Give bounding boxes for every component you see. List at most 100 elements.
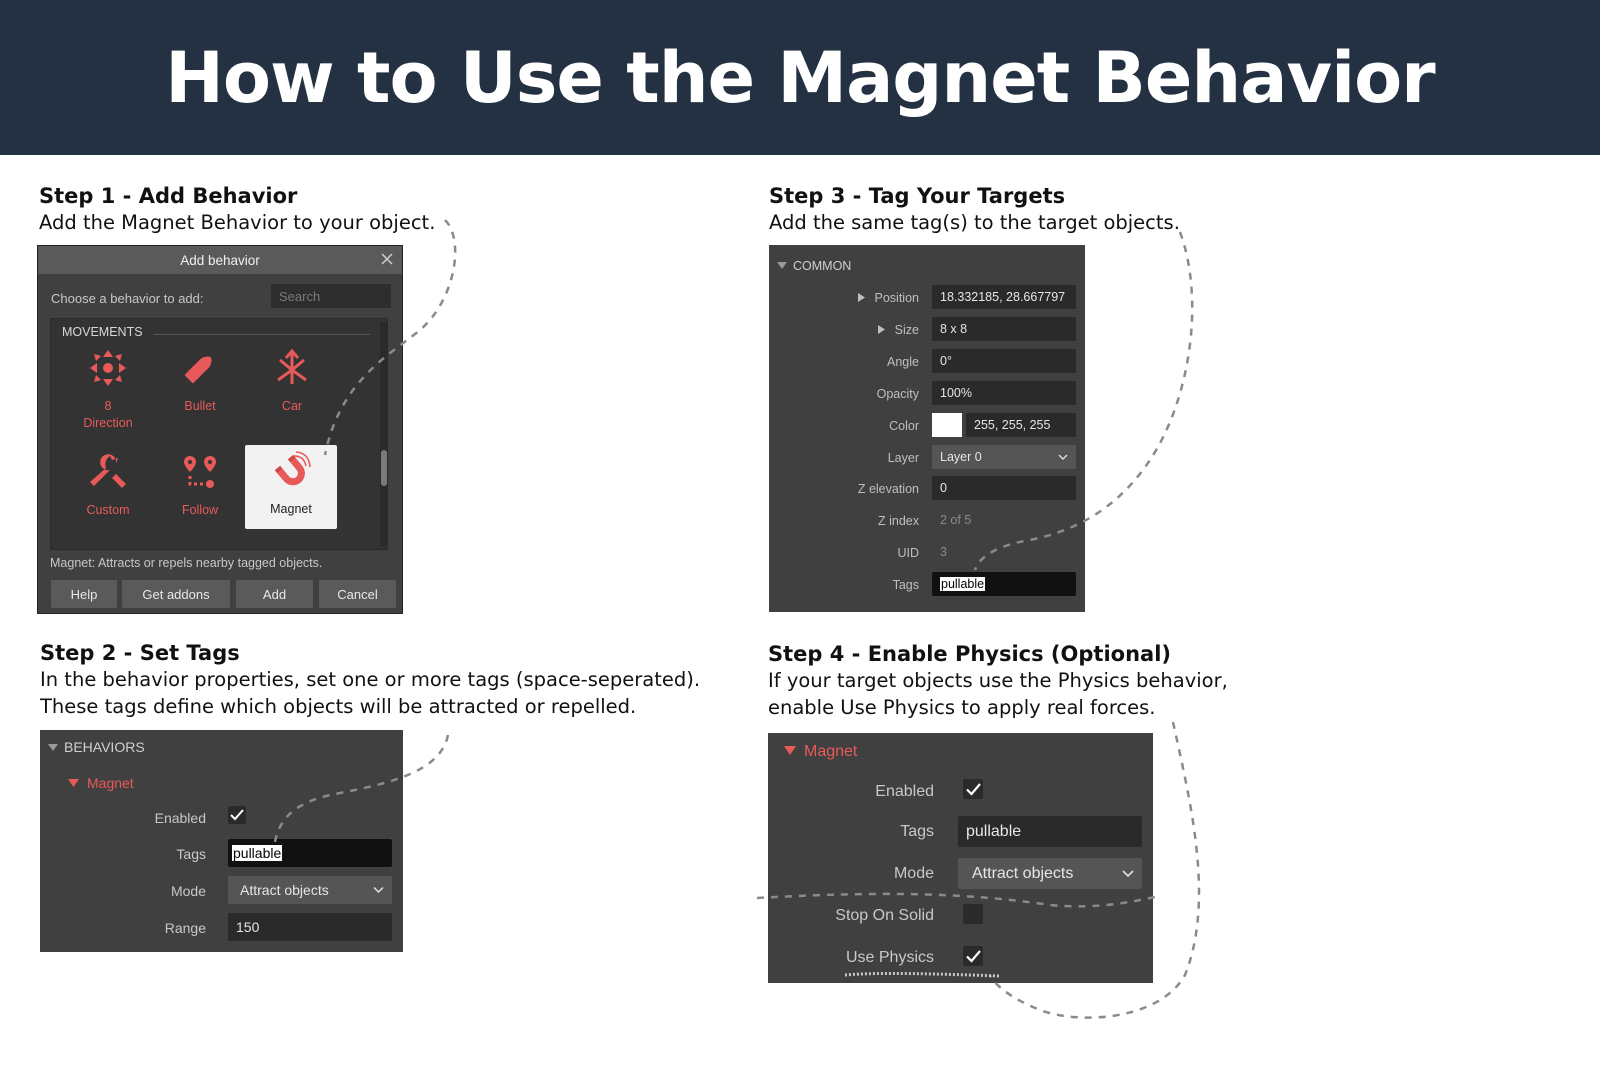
category-divider <box>154 334 370 335</box>
step-4-description-line2: enable Use Physics to apply real forces. <box>768 696 1156 719</box>
enabled-label: Enabled <box>154 810 206 826</box>
behavior-item-label: Custom <box>86 503 130 517</box>
common-section-header[interactable]: COMMON <box>777 259 851 273</box>
color-swatch[interactable] <box>932 413 962 437</box>
magnet-icon <box>245 447 337 495</box>
behaviors-header-label: BEHAVIORS <box>64 739 145 755</box>
tags-value-selected: pullable <box>232 845 283 861</box>
add-button[interactable]: Add <box>236 580 313 608</box>
triangle-down-icon <box>777 262 787 269</box>
enabled-checkbox[interactable] <box>228 806 246 824</box>
behavior-item-bullet[interactable]: Bullet <box>155 344 245 415</box>
step-4-text: Step 4 - Enable Physics (Optional) If yo… <box>768 641 1228 721</box>
z-index-label: Z index <box>878 514 919 528</box>
step-2-description-line1: In the behavior properties, set one or m… <box>40 668 701 691</box>
step-2-title: Step 2 - Set Tags <box>40 641 240 665</box>
mode-label: Mode <box>893 865 934 882</box>
z-index-value: 2 of 5 <box>940 513 972 527</box>
step-1-description: Add the Magnet Behavior to your object. <box>39 211 436 234</box>
range-field[interactable]: 150 <box>228 913 392 941</box>
common-properties-panel: COMMON Position 18.332185, 28.667797 Siz… <box>769 245 1085 612</box>
mode-select[interactable]: Attract objects <box>228 876 392 904</box>
size-label-text: Size <box>894 323 919 337</box>
opacity-field[interactable]: 100% <box>932 381 1076 405</box>
step-3-text: Step 3 - Tag Your Targets Add the same t… <box>769 183 1180 236</box>
z-elevation-field[interactable]: 0 <box>932 476 1076 500</box>
behavior-item-label-2: Direction <box>83 416 133 430</box>
behavior-item-magnet[interactable]: Magnet <box>245 445 337 529</box>
stop-on-solid-checkbox[interactable] <box>963 904 983 924</box>
follow-icon <box>155 448 245 496</box>
opacity-label: Opacity <box>876 387 919 401</box>
page-title: How to Use the Magnet Behavior <box>165 36 1435 119</box>
custom-wrench-icon <box>63 448 153 496</box>
color-label: Color <box>889 419 919 433</box>
layer-select[interactable]: Layer 0 <box>932 445 1076 469</box>
bullet-icon <box>155 344 245 392</box>
layer-label: Layer <box>887 451 919 465</box>
checkmark-icon <box>230 809 244 821</box>
checkmark-icon <box>965 949 981 963</box>
behavior-item-label: Bullet <box>184 399 216 413</box>
tags-value-selected: pullable <box>940 577 986 591</box>
magnet-behavior-header[interactable]: Magnet <box>784 743 857 761</box>
tags-label: Tags <box>176 846 206 862</box>
behavior-item-custom[interactable]: Custom <box>63 448 153 519</box>
use-physics-checkbox[interactable] <box>963 946 983 966</box>
behaviors-section-header[interactable]: BEHAVIORS <box>48 739 145 755</box>
position-label-text: Position <box>874 291 919 305</box>
angle-label: Angle <box>887 355 919 369</box>
behaviors-properties-panel: BEHAVIORS Magnet Enabled Tags pullable M… <box>40 730 403 952</box>
common-header-label: COMMON <box>793 259 852 273</box>
search-input[interactable]: Search <box>271 284 391 308</box>
dialog-title: Add behavior <box>180 252 260 268</box>
size-field[interactable]: 8 x 8 <box>932 317 1076 341</box>
get-addons-button[interactable]: Get addons <box>122 580 230 608</box>
use-physics-label: Use Physics <box>845 949 934 966</box>
behavior-item-car[interactable]: Car <box>247 344 337 415</box>
step-3-title: Step 3 - Tag Your Targets <box>769 184 1066 208</box>
position-field[interactable]: 18.332185, 28.667797 <box>932 285 1076 309</box>
behavior-item-follow[interactable]: Follow <box>155 448 245 519</box>
range-label: Range <box>164 920 206 936</box>
category-movements: MOVEMENTS <box>62 325 143 339</box>
step-4-description-line1: If your target objects use the Physics b… <box>768 669 1228 692</box>
checkmark-icon <box>965 782 981 796</box>
mode-label: Mode <box>170 883 206 899</box>
tags-field[interactable]: pullable <box>958 816 1142 847</box>
triangle-right-icon[interactable] <box>857 293 865 302</box>
behavior-description: Magnet: Attracts or repels nearby tagged… <box>50 556 323 570</box>
stop-on-solid-label: Stop On Solid <box>835 907 934 924</box>
color-field[interactable]: 255, 255, 255 <box>966 413 1076 437</box>
mode-select[interactable]: Attract objects <box>958 858 1142 889</box>
z-elevation-label: Z elevation <box>857 482 919 496</box>
triangle-down-icon <box>784 746 796 755</box>
triangle-down-icon <box>68 779 79 787</box>
step-2-description-line2: These tags define which objects will be … <box>40 695 637 718</box>
chevron-down-icon <box>373 886 384 894</box>
size-label: Size <box>769 323 919 337</box>
triangle-right-icon[interactable] <box>877 325 885 334</box>
add-behavior-dialog: Add behavior Choose a behavior to add: S… <box>37 245 403 614</box>
chevron-down-icon <box>1122 869 1134 877</box>
scrollbar-thumb[interactable] <box>381 450 387 486</box>
uid-label: UID <box>897 546 919 560</box>
position-label: Position <box>769 291 919 305</box>
cancel-button[interactable]: Cancel <box>319 580 396 608</box>
step-2-text: Step 2 - Set Tags In the behavior proper… <box>40 640 700 720</box>
magnet-behavior-header[interactable]: Magnet <box>68 775 134 791</box>
close-icon[interactable] <box>380 252 394 269</box>
enabled-checkbox[interactable] <box>963 779 983 799</box>
tags-field[interactable]: pullable <box>228 839 392 867</box>
magnet-behavior-name: Magnet <box>804 743 858 760</box>
angle-field[interactable]: 0° <box>932 349 1076 373</box>
triangle-down-icon <box>48 744 58 751</box>
behavior-item-8-direction[interactable]: 8 Direction <box>63 344 153 432</box>
8-direction-icon <box>63 344 153 392</box>
step-4-title: Step 4 - Enable Physics (Optional) <box>768 642 1171 666</box>
scrollbar[interactable] <box>380 322 388 546</box>
magnet-behavior-name: Magnet <box>87 775 134 791</box>
help-button[interactable]: Help <box>51 580 117 608</box>
tags-field[interactable]: pullable <box>932 572 1076 596</box>
behavior-item-label: Car <box>281 399 303 413</box>
